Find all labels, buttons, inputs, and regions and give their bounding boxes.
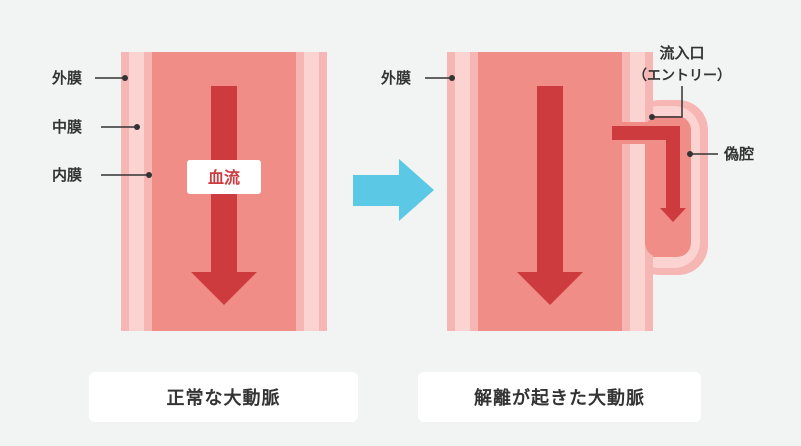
right-leader-dot-adventitia (449, 75, 455, 81)
left-leader-dot-adventitia (122, 75, 128, 81)
dissected-flow-arrow-head (517, 272, 583, 305)
entry-label-line2: （エントリー） (633, 68, 731, 84)
left-label-intima: 内膜 (52, 166, 82, 184)
dissected-aorta-right-inner-wall (622, 52, 630, 331)
dissected-aorta-left-middle-wall (455, 52, 470, 331)
transition-arrow-head (399, 159, 434, 221)
dissected-aorta-left-outer-wall (447, 52, 455, 331)
entry-leader-dot (649, 114, 655, 120)
transition-arrow (353, 159, 434, 221)
left-leader-dot-media (134, 124, 140, 130)
transition-arrow-shaft (353, 175, 401, 206)
blood-flow-label-box (187, 160, 261, 194)
entry-leader-line (653, 86, 683, 118)
left-leader-dot-intima (146, 172, 152, 178)
false-lumen-label: 偽腔 (723, 145, 754, 163)
dissected-aorta-caption-text: 解離が起きた大動脈 (474, 388, 645, 409)
right-label-adventitia: 外膜 (380, 69, 411, 87)
normal-aorta: 血流 外膜 中膜 内膜 (51, 52, 327, 331)
false-lumen-flow-arrow-head (660, 208, 686, 222)
left-label-adventitia: 外膜 (51, 69, 82, 87)
normal-aorta-left-inner-wall (144, 52, 152, 331)
dissected-aorta-right-middle-wall (630, 52, 645, 331)
dissected-aorta-caption: 解離が起きた大動脈 (418, 372, 701, 422)
dissected-aorta-left-inner-wall (470, 52, 478, 331)
blood-flow-label: 血流 (208, 168, 240, 187)
normal-aorta-caption-text: 正常な大動脈 (166, 388, 281, 409)
dissected-flow-arrow-shaft (537, 86, 563, 276)
normal-aorta-left-middle-wall (129, 52, 144, 331)
normal-aorta-caption: 正常な大動脈 (89, 372, 358, 422)
entry-label-line1: 流入口 (659, 44, 704, 62)
dissected-aorta: 外膜 流入口 （エントリー） 偽腔 (380, 44, 754, 331)
false-lumen-flow-arrow-shaft (612, 126, 680, 210)
normal-aorta-left-outer-wall (121, 52, 129, 331)
normal-aorta-right-middle-wall (304, 52, 319, 331)
normal-aorta-right-outer-wall (319, 52, 327, 331)
false-lumen-leader-dot (687, 151, 693, 157)
left-label-media: 中膜 (52, 118, 82, 136)
normal-aorta-right-inner-wall (296, 52, 304, 331)
blood-flow-arrow-head (191, 272, 257, 305)
